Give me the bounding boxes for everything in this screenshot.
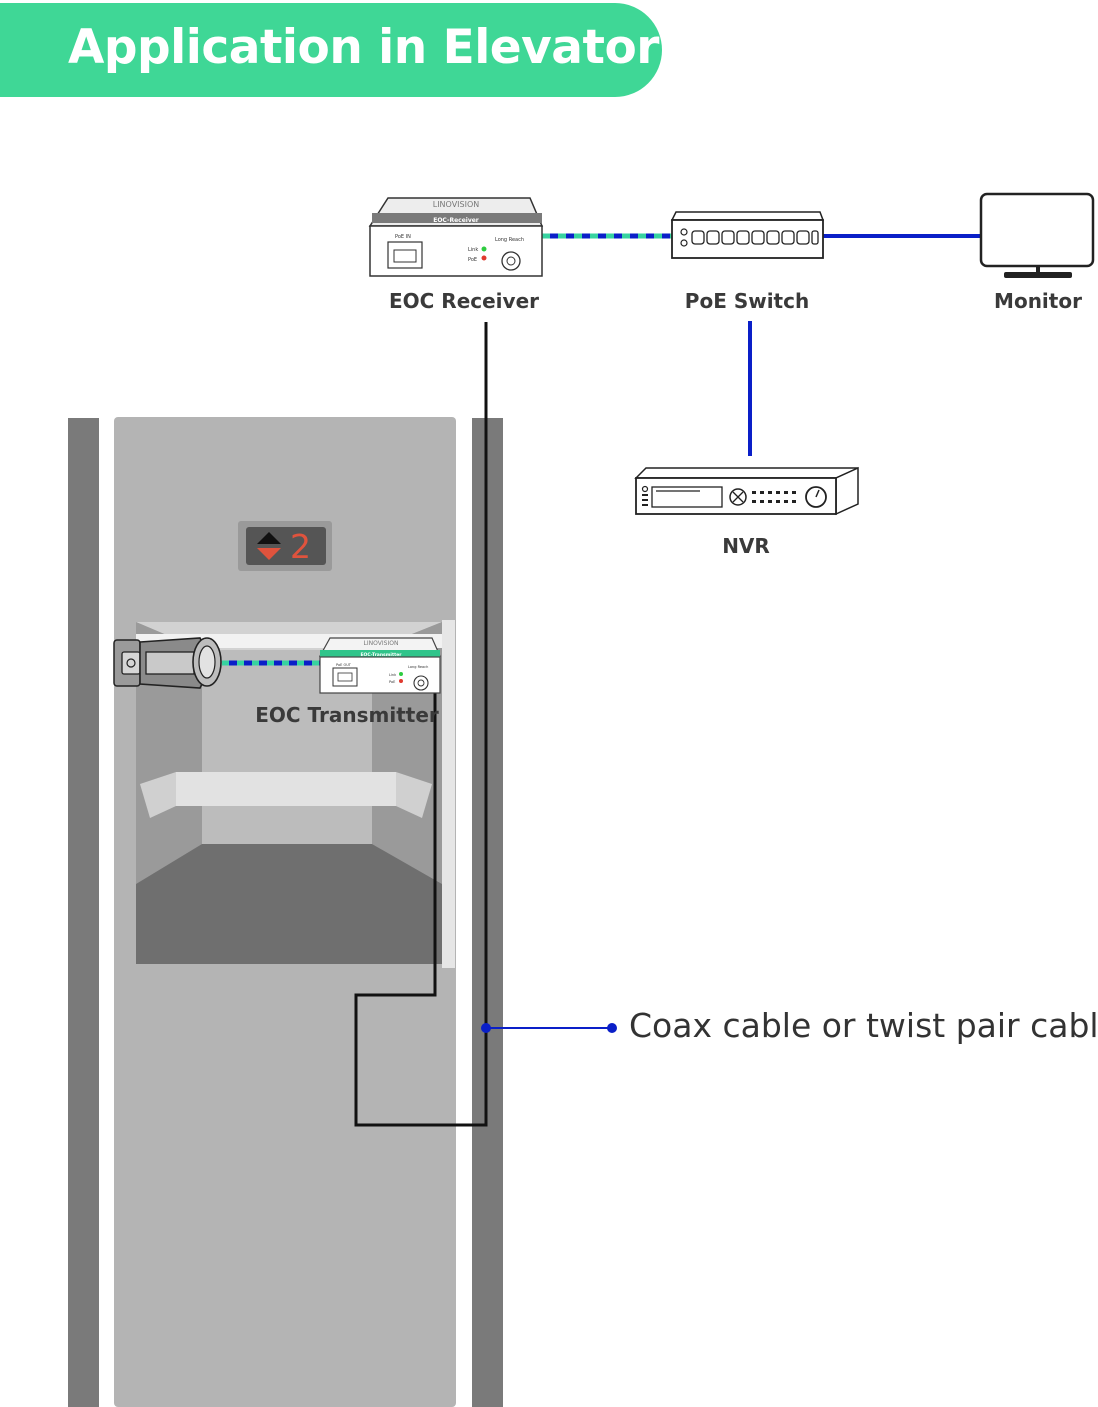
transmitter-bnc-label: Long Reach <box>408 665 428 669</box>
transmitter-led-link: Link <box>389 673 397 677</box>
transmitter-brand: LINOVISION <box>364 640 399 647</box>
poe-led-icon <box>399 679 403 683</box>
monitor-label: Monitor <box>994 289 1082 313</box>
floor-number: 2 <box>290 527 311 566</box>
page-title: Application in Elevator <box>68 20 659 75</box>
down-arrow-icon <box>257 548 281 560</box>
receiver-port-label: PoE IN <box>395 234 411 240</box>
switch-icon <box>671 219 824 259</box>
receiver-led-poe: PoE <box>468 257 477 263</box>
receiver-model: EOC-Receiver <box>433 217 479 224</box>
floor-indicator <box>238 521 332 571</box>
up-arrow-icon <box>257 532 281 544</box>
cable-callout-label: Coax cable or twist pair cable <box>629 1006 1098 1045</box>
rj45-port-icon <box>332 667 358 687</box>
callout-dot-start <box>481 1023 491 1033</box>
receiver-brand: LINOVISION <box>433 200 480 209</box>
transmitter-port-label: PoE OUT <box>336 663 352 667</box>
eoc-receiver: LINOVISION EOC-Receiver PoE IN Link PoE … <box>368 197 544 277</box>
transmitter-led-poe: PoE <box>389 680 395 684</box>
poe-led-icon <box>481 255 487 261</box>
link-led-icon <box>399 672 403 676</box>
link-led-icon <box>481 246 487 252</box>
poe-switch <box>670 211 825 259</box>
nvr-label: NVR <box>722 534 770 558</box>
transmitter-model: EOC-Transmitter <box>360 652 402 658</box>
callout-dot-end <box>607 1023 617 1033</box>
camera <box>113 637 222 689</box>
eoc-transmitter: LINOVISION EOC-Transmitter PoE OUT Link … <box>318 637 441 694</box>
car-floor <box>136 844 442 964</box>
nvr <box>634 466 859 516</box>
eoc-receiver-label: EOC Receiver <box>388 289 540 313</box>
monitor <box>979 192 1095 278</box>
title-banner: Application in Elevator <box>0 3 662 97</box>
shaft-rail-left <box>68 418 99 1407</box>
receiver-led-link: Link <box>468 247 478 253</box>
poe-switch-label: PoE Switch <box>684 289 810 313</box>
rj45-port-icon <box>387 241 423 269</box>
nvr-icon <box>635 477 837 515</box>
handrail <box>176 772 396 806</box>
monitor-icon <box>979 192 1095 268</box>
receiver-bnc-label: Long Reach <box>495 237 524 243</box>
car-door-edge <box>442 620 455 968</box>
eoc-transmitter-label: EOC Transmitter <box>255 703 439 727</box>
